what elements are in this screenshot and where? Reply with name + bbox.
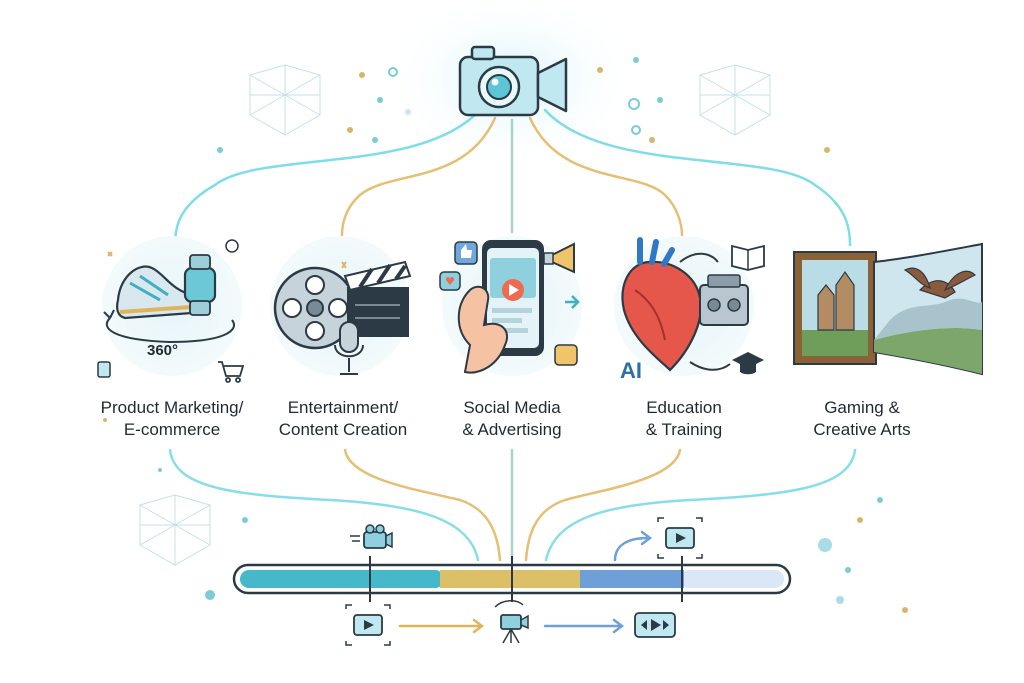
category-label-gaming: Gaming & Creative Arts bbox=[762, 397, 962, 441]
video-camera-icon bbox=[458, 45, 568, 117]
category-product-marketing: 360° bbox=[97, 236, 245, 383]
category-entertainment bbox=[270, 236, 412, 376]
tripod-camera-icon bbox=[494, 600, 529, 644]
heart-anatomy-icon bbox=[621, 237, 703, 372]
category-label-line: Content Creation bbox=[278, 420, 408, 439]
category-label-line: Gaming & bbox=[824, 398, 900, 417]
film-reel-icon bbox=[273, 266, 357, 350]
timeline-connectors bbox=[168, 448, 857, 564]
category-label-line: Product Marketing/ bbox=[100, 398, 244, 417]
category-education: AI bbox=[614, 236, 765, 383]
play-frame-icon bbox=[657, 517, 703, 559]
engine-icon bbox=[699, 274, 749, 326]
cart-icon bbox=[218, 361, 245, 383]
neural-network-decoration bbox=[139, 64, 771, 566]
like-icon bbox=[454, 241, 578, 366]
category-label-line: & Advertising bbox=[462, 420, 562, 439]
category-label-line: Social Media bbox=[463, 398, 561, 417]
book-icon bbox=[731, 244, 765, 271]
graduation-cap-icon bbox=[732, 352, 764, 375]
timeline-segment bbox=[240, 570, 444, 588]
category-label-education: Education & Training bbox=[584, 397, 784, 441]
play-frame-icon bbox=[345, 604, 391, 646]
category-label-entertainment: Entertainment/ Content Creation bbox=[243, 397, 443, 441]
category-label-line: & Training bbox=[645, 420, 723, 439]
ai-badge: AI bbox=[620, 358, 642, 383]
category-social-media bbox=[439, 236, 582, 376]
video-camera-small-icon bbox=[350, 524, 393, 549]
timeline-segment bbox=[580, 570, 684, 588]
category-label-line: E-commerce bbox=[123, 420, 221, 439]
castle-painting-icon bbox=[793, 251, 877, 365]
decorative-dots bbox=[103, 57, 908, 613]
category-label-line: Creative Arts bbox=[813, 420, 911, 439]
hub-connectors bbox=[173, 108, 852, 247]
timeline-segment bbox=[680, 570, 784, 588]
dragon-icon bbox=[903, 267, 977, 299]
play-controls-icon bbox=[634, 612, 676, 638]
category-label-line: Entertainment/ bbox=[287, 398, 399, 417]
rotation-badge: 360° bbox=[147, 342, 178, 359]
smartwatch-icon bbox=[183, 254, 217, 316]
category-gaming bbox=[793, 242, 983, 376]
microphone-icon bbox=[334, 321, 364, 375]
category-label-social: Social Media & Advertising bbox=[412, 397, 612, 441]
category-label-line: Education bbox=[646, 398, 722, 417]
timeline bbox=[232, 556, 792, 602]
category-label-product: Product Marketing/ E-commerce bbox=[72, 397, 272, 441]
flow-arrows bbox=[398, 530, 653, 634]
megaphone-icon bbox=[543, 242, 575, 274]
